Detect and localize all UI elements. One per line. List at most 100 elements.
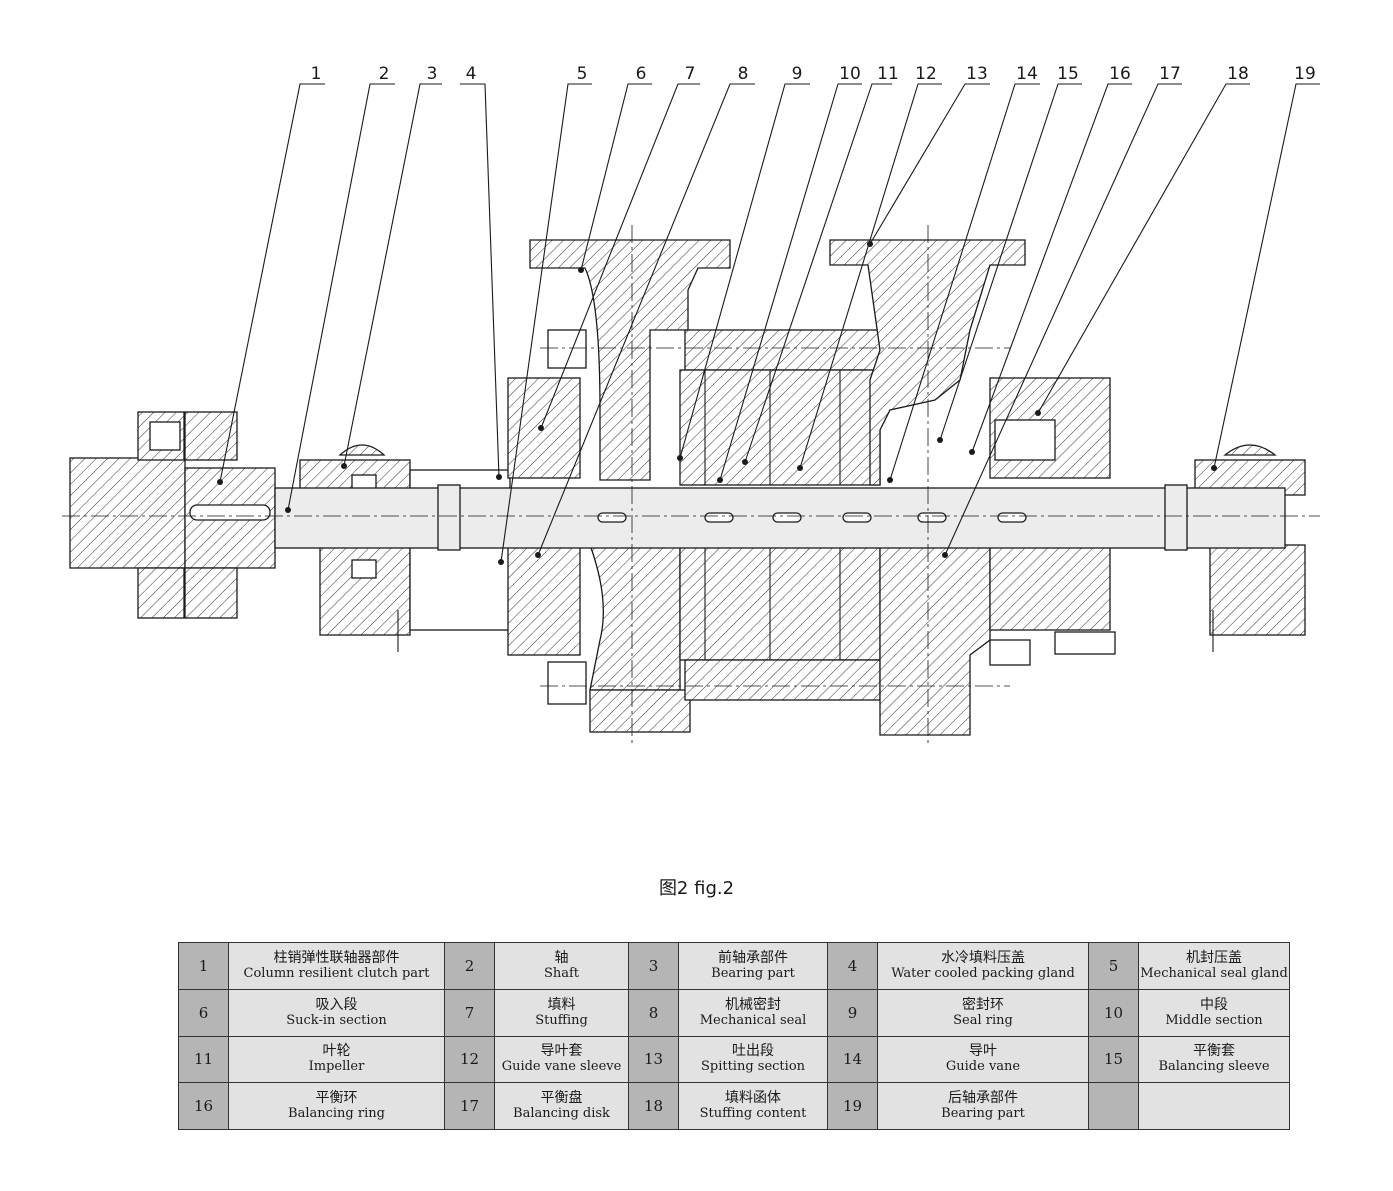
- part-name-zh: 密封环: [962, 996, 1004, 1013]
- part-name-zh: 吐出段: [732, 1043, 774, 1060]
- part-number: 11: [178, 1035, 229, 1084]
- callout-13: 13: [966, 64, 988, 84]
- part-name-en: Mechanical seal: [699, 1012, 807, 1028]
- part-name-zh: 填料函体: [725, 1090, 781, 1107]
- part-number: 10: [1088, 988, 1139, 1037]
- part-number: 15: [1088, 1035, 1139, 1084]
- callout-16: 16: [1109, 64, 1131, 84]
- part-name-en: Seal ring: [953, 1012, 1013, 1028]
- part-number: 12: [444, 1035, 495, 1084]
- callout-9: 9: [792, 64, 803, 84]
- part-name: [1138, 1082, 1290, 1130]
- callout-15: 15: [1057, 64, 1079, 84]
- part-name-zh: 轴: [554, 949, 569, 966]
- middle-stages: [679, 329, 881, 701]
- figure-caption: 图2 fig.2: [658, 878, 735, 899]
- part-name-en: Guide vane sleeve: [501, 1059, 622, 1075]
- callout-19: 19: [1294, 64, 1316, 84]
- part-name-zh: 吸入段: [315, 996, 358, 1013]
- part-number: 8: [628, 988, 679, 1037]
- part-name-zh: 导叶套: [540, 1043, 583, 1060]
- part-number: 9: [827, 988, 878, 1037]
- pump-shaft: [274, 484, 1286, 551]
- callout-10: 10: [839, 64, 861, 84]
- pump-section-drawing: 1 2 3 4 5 6 7 8 9 10 11 12 13 14 15 16 1…: [62, 64, 1320, 745]
- part-number: 17: [444, 1082, 495, 1130]
- part-number: 6: [178, 988, 229, 1037]
- part-number: 2: [444, 942, 495, 990]
- part-name-en: Bearing part: [941, 1106, 1025, 1122]
- callout-4: 4: [466, 64, 477, 84]
- callout-2: 2: [379, 64, 390, 84]
- rear-bearing-assembly: [1194, 444, 1306, 652]
- part-name-en: Guide vane: [945, 1059, 1021, 1075]
- part-name-en: Bearing part: [711, 965, 795, 981]
- part-name-en: Balancing disk: [513, 1106, 610, 1122]
- callout-1: 1: [311, 64, 322, 84]
- part-number: 3: [628, 942, 679, 990]
- callout-6: 6: [636, 64, 647, 84]
- part-number: 18: [628, 1082, 679, 1130]
- callout-5: 5: [577, 64, 588, 84]
- part-number: 13: [628, 1035, 679, 1084]
- part-name-en: Balancing ring: [288, 1106, 385, 1122]
- callout-3: 3: [427, 64, 438, 84]
- part-number: 14: [827, 1035, 878, 1084]
- part-number: 4: [827, 942, 878, 990]
- coupling-assembly: [69, 411, 276, 619]
- leader-dots: [217, 241, 1217, 565]
- leader-lines: [219, 83, 1320, 563]
- part-name-en: Shaft: [543, 965, 580, 981]
- part-name-zh: 机封压盖: [1186, 949, 1242, 966]
- callout-11: 11: [877, 64, 899, 84]
- part-name-zh: 平衡环: [315, 1090, 358, 1107]
- callout-17: 17: [1159, 64, 1181, 84]
- part-name-en: Suck-in section: [286, 1012, 387, 1028]
- part-name-zh: 填料: [547, 996, 576, 1013]
- part-number: 7: [444, 988, 495, 1037]
- part-name-en: Water cooled packing gland: [891, 965, 1075, 981]
- part-name-zh: 导叶: [969, 1043, 997, 1060]
- part-name-en: Column resilient clutch part: [243, 965, 430, 981]
- callout-numbers: 1 2 3 4 5 6 7 8 9 10 11 12 13 14 15 16 1…: [311, 64, 1316, 84]
- part-name-zh: 中段: [1200, 996, 1228, 1013]
- part-name-en: Stuffing content: [699, 1106, 807, 1122]
- part-name-en: Spitting section: [700, 1059, 806, 1075]
- part-number: 5: [1088, 942, 1139, 990]
- part-name-zh: 平衡套: [1193, 1043, 1235, 1060]
- part-name-zh: 后轴承部件: [948, 1090, 1018, 1107]
- part-name-en: Balancing sleeve: [1158, 1059, 1270, 1075]
- part-name-zh: 机械密封: [725, 996, 781, 1013]
- part-name-zh: 平衡盘: [540, 1090, 583, 1107]
- part-number: [1088, 1082, 1139, 1130]
- part-number: 19: [827, 1082, 878, 1130]
- part-name-en: Impeller: [308, 1059, 365, 1075]
- part-name-zh: 前轴承部件: [718, 949, 788, 966]
- callout-8: 8: [738, 64, 749, 84]
- part-name-en: Stuffing: [535, 1012, 588, 1028]
- part-name-zh: 水冷填料压盖: [941, 949, 1025, 966]
- callout-14: 14: [1016, 64, 1038, 84]
- callout-7: 7: [685, 64, 696, 84]
- callout-18: 18: [1227, 64, 1249, 84]
- balancing-device: [989, 377, 1116, 666]
- part-name-zh: 柱销弹性联轴器部件: [273, 949, 400, 966]
